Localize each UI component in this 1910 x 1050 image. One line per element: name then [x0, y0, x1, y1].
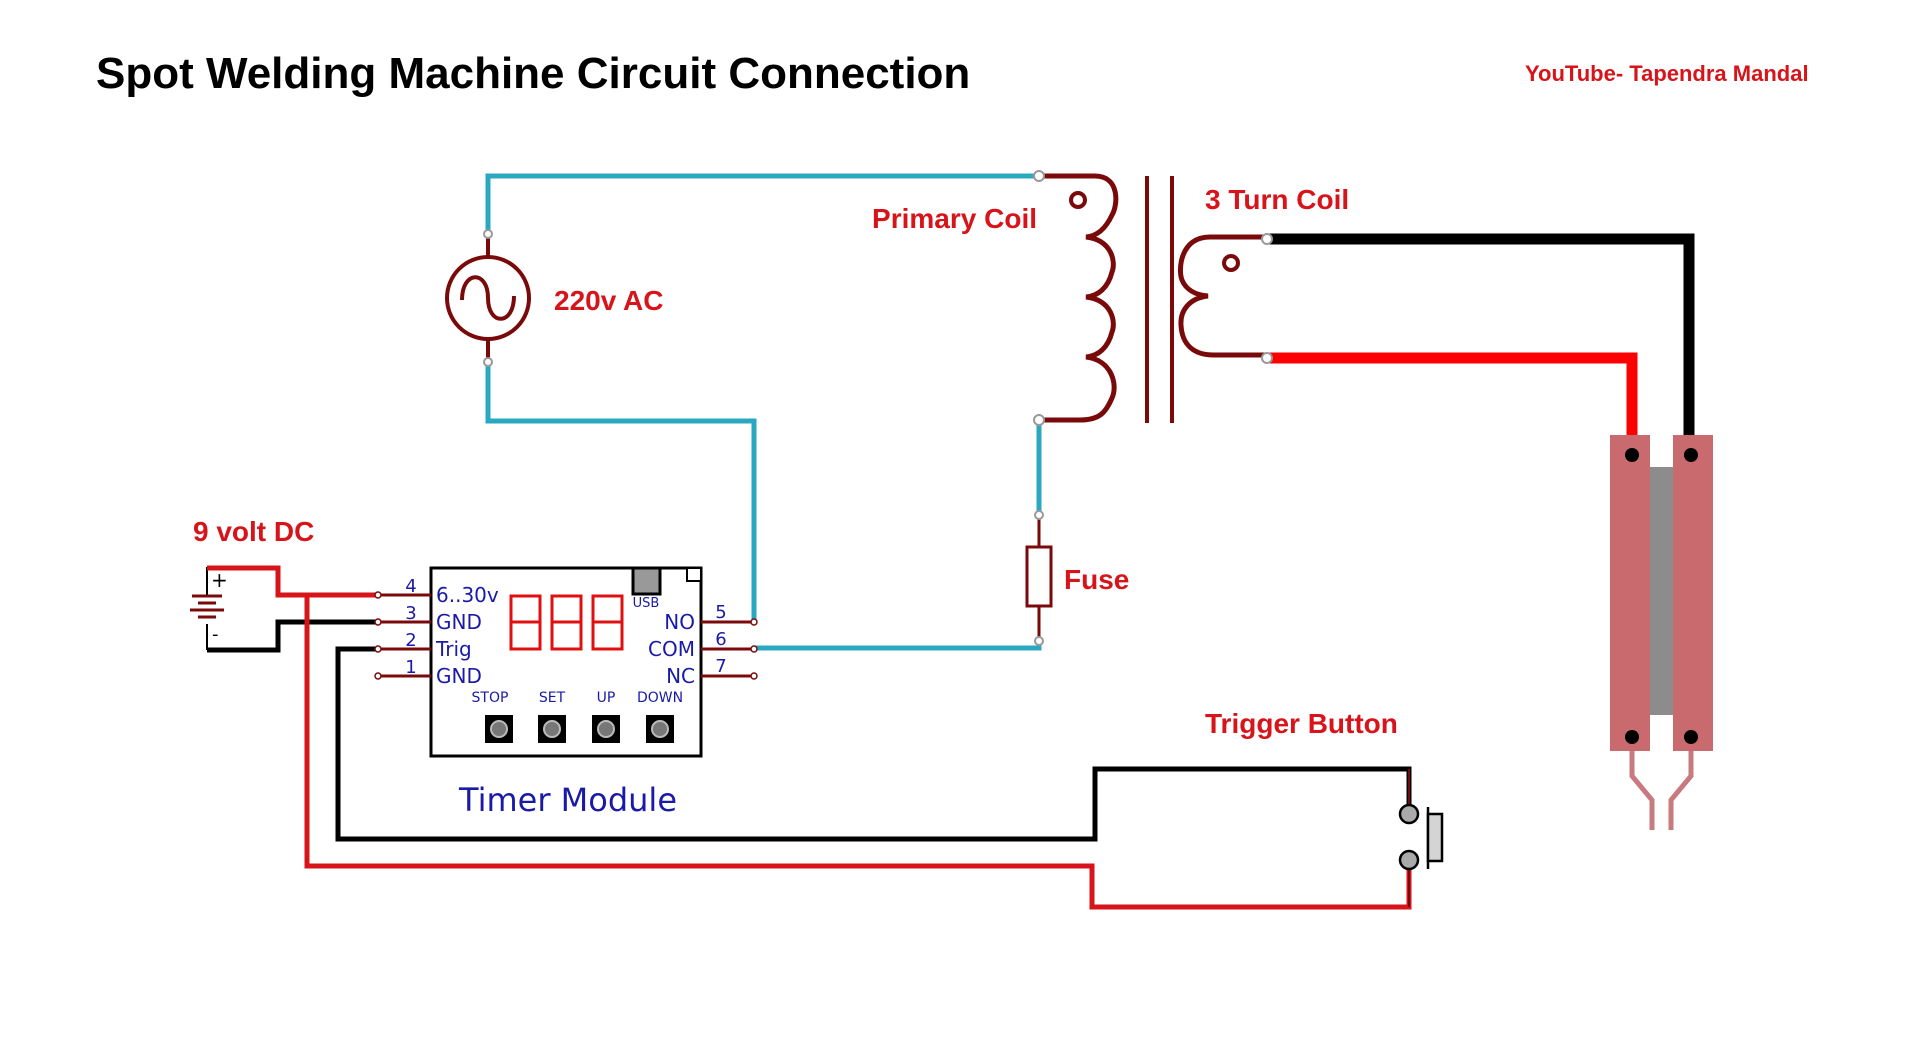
fuse-icon	[1025, 515, 1053, 641]
usb-port-icon	[631, 566, 662, 596]
wire-secondary-black	[1267, 233, 1695, 452]
pin-label: NO	[664, 610, 695, 634]
terminal-dot	[483, 357, 493, 367]
seven-segment-display	[509, 594, 624, 651]
pin-label: 6..30v	[436, 583, 499, 607]
pin-terminal	[374, 618, 382, 626]
pin-number: 5	[715, 602, 726, 623]
secondary-coil-icon	[1177, 234, 1267, 358]
label-fuse: Fuse	[1064, 564, 1129, 595]
polarity-dot-primary	[1069, 191, 1087, 209]
wire-ac-top	[485, 173, 1039, 234]
pin-number: 1	[405, 657, 416, 678]
module-button-down[interactable]	[646, 715, 674, 743]
module-button-label: STOP	[472, 690, 509, 706]
primary-coil-icon	[1039, 173, 1174, 423]
pin-label: Trig	[435, 637, 472, 661]
module-buttons: STOP SET UP DOWN	[472, 690, 683, 743]
wire-secondary-red	[1267, 352, 1638, 452]
polarity-dot-secondary	[1222, 254, 1240, 272]
wire-dc-negative	[207, 619, 378, 653]
wire-fuse-to-com	[754, 641, 1042, 651]
pin-number: 7	[715, 656, 726, 677]
module-button-label: SET	[539, 690, 566, 706]
module-button-set[interactable]	[538, 715, 566, 743]
wire-dc-positive	[207, 565, 378, 598]
terminal-dot	[1261, 352, 1273, 364]
pin-number: 3	[405, 603, 416, 624]
terminal-dot	[1033, 414, 1045, 426]
pin-terminal	[750, 618, 758, 626]
battery-minus-sign: -	[212, 624, 219, 645]
right-pin-header: 5 NO 6 COM 7 NC	[648, 602, 758, 688]
pin-number: 2	[405, 630, 416, 651]
trigger-button[interactable]	[1398, 803, 1444, 871]
terminal-dot	[1034, 636, 1044, 646]
pin-terminal	[374, 645, 382, 653]
credit-text: YouTube- Tapendra Mandal	[1525, 61, 1809, 86]
ac-source-icon	[445, 234, 531, 362]
module-button-label: UP	[597, 690, 616, 706]
module-button-stop[interactable]	[485, 715, 513, 743]
pin-number: 6	[715, 629, 726, 650]
pin-number: 4	[405, 576, 416, 597]
wire-ac-to-no	[485, 362, 757, 622]
terminal-dot	[1033, 170, 1045, 182]
pin-label: GND	[436, 664, 482, 688]
welding-electrodes-icon	[1610, 435, 1713, 830]
pin-label: COM	[648, 637, 695, 661]
battery-icon	[190, 567, 224, 650]
terminal-dot	[1034, 510, 1044, 520]
label-timer-module: Timer Module	[458, 781, 677, 819]
module-button-label: DOWN	[637, 690, 683, 706]
pin-terminal	[750, 672, 758, 680]
pin-label: GND	[436, 610, 482, 634]
usb-label: USB	[633, 596, 660, 611]
label-9-volt-dc: 9 volt DC	[193, 516, 314, 547]
battery-plus-sign: +	[211, 568, 228, 592]
label-3-turn-coil: 3 Turn Coil	[1205, 184, 1349, 215]
pin-terminal	[750, 645, 758, 653]
module-button-up[interactable]	[592, 715, 620, 743]
label-220v-ac: 220v AC	[554, 285, 663, 316]
label-primary-coil: Primary Coil	[872, 203, 1037, 234]
pin-terminal	[374, 672, 382, 680]
terminal-dot	[483, 229, 493, 239]
pin-terminal	[374, 591, 382, 599]
terminal-dot	[1261, 233, 1273, 245]
pin-label: NC	[666, 664, 695, 688]
diagram-title: Spot Welding Machine Circuit Connection	[96, 49, 970, 98]
label-trigger-button: Trigger Button	[1205, 708, 1398, 739]
